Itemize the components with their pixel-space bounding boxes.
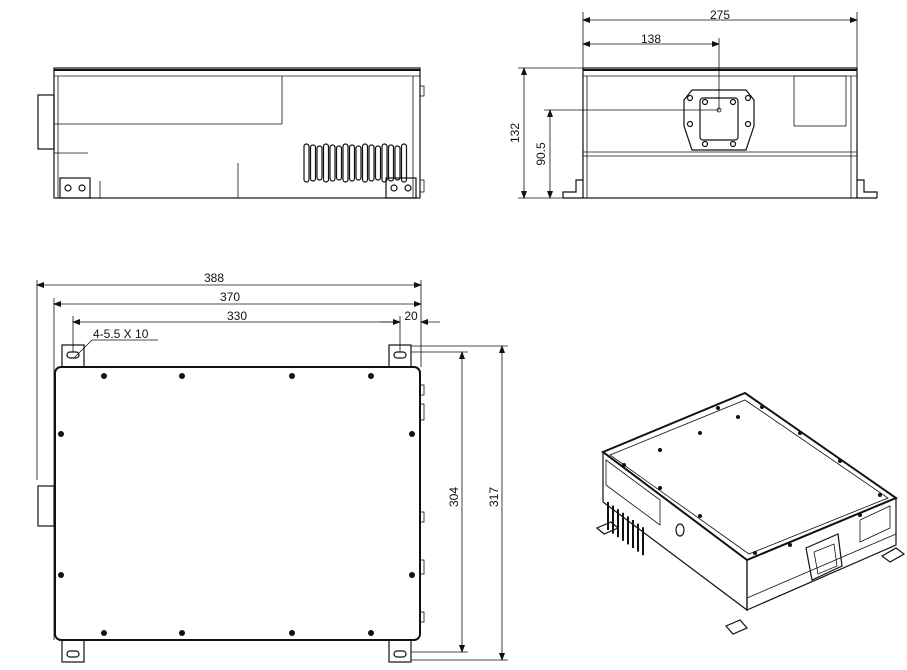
screw-holes bbox=[58, 373, 415, 636]
iso-screws bbox=[622, 405, 882, 555]
dim-port-height: 90.5 bbox=[534, 142, 548, 166]
fin bbox=[394, 145, 401, 181]
fin bbox=[387, 144, 395, 182]
isometric-view bbox=[595, 391, 906, 635]
fin bbox=[303, 143, 310, 183]
iso-heat-sink-fins bbox=[607, 502, 644, 556]
fin bbox=[348, 144, 356, 182]
front-view-body bbox=[53, 67, 421, 199]
dim-side-height: 132 bbox=[508, 123, 522, 143]
iso-right-face bbox=[746, 497, 897, 611]
top-view-plate bbox=[54, 366, 421, 641]
fin bbox=[342, 143, 349, 183]
side-view: 275 138 132 90.5 bbox=[508, 8, 878, 199]
fin bbox=[335, 145, 343, 181]
top-view: 388 370 330 20 4-5.5 X 10 304 317 bbox=[36, 271, 508, 663]
fin bbox=[381, 143, 388, 183]
side-view-body bbox=[582, 67, 858, 199]
dim-tab-width: 20 bbox=[404, 309, 418, 323]
heat-sink-fins bbox=[303, 143, 408, 183]
dim-depth-outer: 317 bbox=[487, 487, 501, 507]
foot-left bbox=[59, 177, 91, 199]
handle bbox=[37, 94, 55, 150]
fin bbox=[368, 144, 375, 182]
dim-body-width: 370 bbox=[220, 290, 240, 304]
iso-connector bbox=[805, 533, 843, 581]
dim-hole-spacing: 330 bbox=[227, 309, 247, 323]
dim-overall-width: 388 bbox=[204, 271, 224, 285]
dim-side-offset: 138 bbox=[641, 32, 661, 46]
fin bbox=[309, 144, 317, 182]
dim-side-width: 275 bbox=[710, 8, 730, 22]
fin bbox=[400, 143, 408, 183]
ear-bottom-left bbox=[61, 639, 85, 663]
iso-left-face bbox=[602, 450, 748, 612]
dim-depth-inner: 304 bbox=[447, 487, 461, 507]
ear-bottom-right bbox=[388, 639, 412, 663]
front-view bbox=[37, 67, 425, 199]
handle-top bbox=[37, 485, 55, 527]
hole-note: 4-5.5 X 10 bbox=[93, 327, 149, 341]
fin bbox=[374, 145, 382, 181]
fin bbox=[329, 144, 336, 182]
fin bbox=[316, 145, 323, 181]
fin bbox=[361, 143, 369, 183]
fin bbox=[322, 143, 330, 183]
fin bbox=[355, 145, 362, 181]
connector-flange bbox=[683, 89, 755, 151]
